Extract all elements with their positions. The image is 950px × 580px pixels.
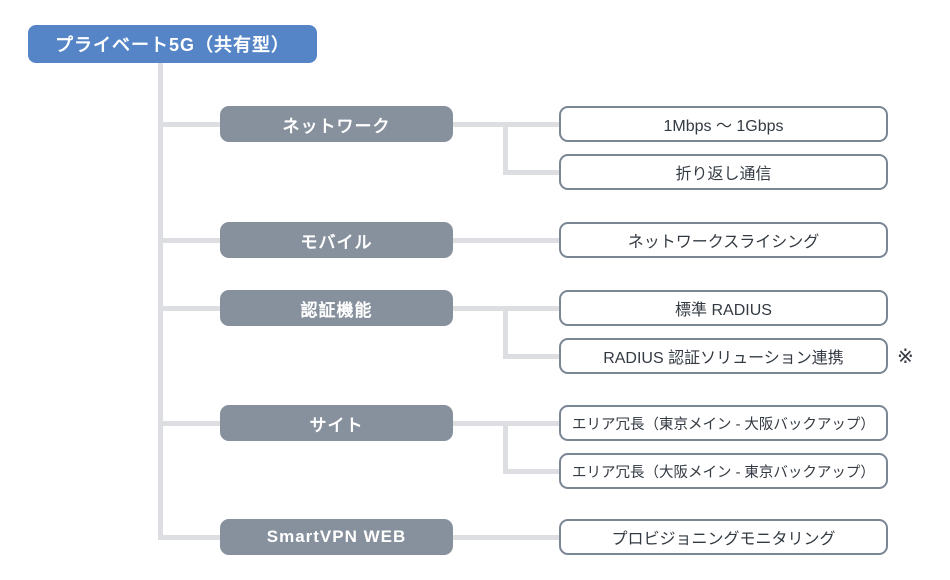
connector-h [503, 354, 561, 359]
category-node-site: サイト [220, 405, 453, 441]
category-node-network: ネットワーク [220, 106, 453, 142]
root-node: プライベート5G（共有型） [28, 25, 317, 63]
branch-line [158, 306, 220, 311]
category-node-mobile: モバイル [220, 222, 453, 258]
leaf-node-slicing: ネットワークスライシング [559, 222, 888, 258]
trunk-line [158, 63, 163, 540]
leaf-node-radius-solution: RADIUS 認証ソリューション連携 [559, 338, 888, 374]
branch-line [158, 238, 220, 243]
connector-h [503, 469, 561, 474]
connector-h [453, 535, 561, 540]
connector-v [503, 306, 508, 359]
connector-v [503, 421, 508, 474]
leaf-node-provisioning: プロビジョニングモニタリング [559, 519, 888, 555]
branch-line [158, 421, 220, 426]
connector-h [453, 238, 561, 243]
leaf-node-redundancy-tokyo-main: エリア冗長（東京メイン - 大阪バックアップ） [559, 405, 888, 441]
leaf-node-redundancy-osaka-main: エリア冗長（大阪メイン - 東京バックアップ） [559, 453, 888, 489]
leaf-node-bandwidth: 1Mbps 〜 1Gbps [559, 106, 888, 142]
connector-v [503, 122, 508, 175]
leaf-node-loopback: 折り返し通信 [559, 154, 888, 190]
branch-line [158, 122, 220, 127]
note-reference-mark: ※ [897, 346, 914, 368]
leaf-node-radius-standard: 標準 RADIUS [559, 290, 888, 326]
category-node-auth: 認証機能 [220, 290, 453, 326]
branch-line [158, 535, 220, 540]
connector-h [503, 170, 561, 175]
category-node-smartvpn: SmartVPN WEB [220, 519, 453, 555]
